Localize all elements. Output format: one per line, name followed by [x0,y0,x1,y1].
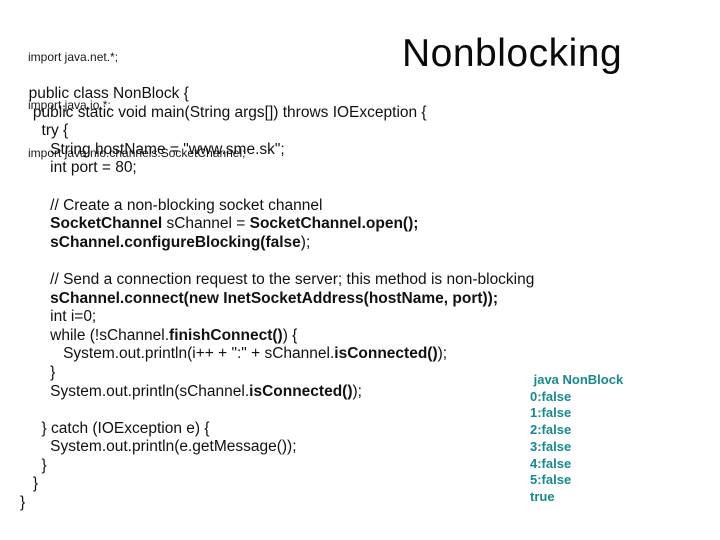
import-line: import java.net.*; [28,50,119,64]
code-line: } catch (IOException e) { [20,419,210,437]
code-line: int i=0; [20,308,97,326]
code-line: } [20,456,47,474]
code-line [20,178,534,197]
code-line: while (!sChannel.finishConnect()) { [20,326,298,344]
import-line: import java.nio.channels.SocketChannel; [28,146,246,160]
code-line: } [20,494,26,512]
output-line: 0:false [530,388,572,404]
code-line: sChannel.configureBlocking(false); [50,233,311,251]
code-line: } [20,475,39,493]
output-line: 1:false [530,405,572,421]
code-line: SocketChannel sChannel = SocketChannel.o… [50,215,419,233]
output-line: java NonBlock [530,372,624,387]
code-line: // Send a connection request to the serv… [20,270,535,288]
code-line [20,401,534,420]
output-line: 3:false [530,438,572,454]
code-line: int port = 80; [20,159,137,177]
code-line: public class NonBlock { [20,85,189,102]
code-line: // Create a non-blocking socket channel [20,196,323,214]
code-line: System.out.println(sChannel.isConnected(… [20,382,362,400]
code-line: } [20,363,56,381]
code-line [20,252,534,271]
code-block: public class NonBlock { public static vo… [20,85,534,513]
code-line: String hostName = "www.sme.sk"; [20,140,285,158]
import-line: import java.io.*; [28,98,111,112]
code-line: try { [20,122,69,140]
code-line: sChannel.connect(new InetSocketAddress(h… [50,289,498,307]
output-line: true [530,488,555,504]
output-line: 5:false [530,472,572,488]
code-line: System.out.println(i++ + ":" + sChannel.… [20,345,448,363]
imports-block: import java.net.*; import java.io.*; imp… [28,17,245,177]
output-line: 4:false [530,455,572,471]
code-line: public static void main(String args[]) t… [20,103,427,121]
output-line: 2:false [530,422,572,438]
slide-title: Nonblocking [402,32,623,75]
code-line: System.out.println(e.getMessage()); [20,438,297,456]
